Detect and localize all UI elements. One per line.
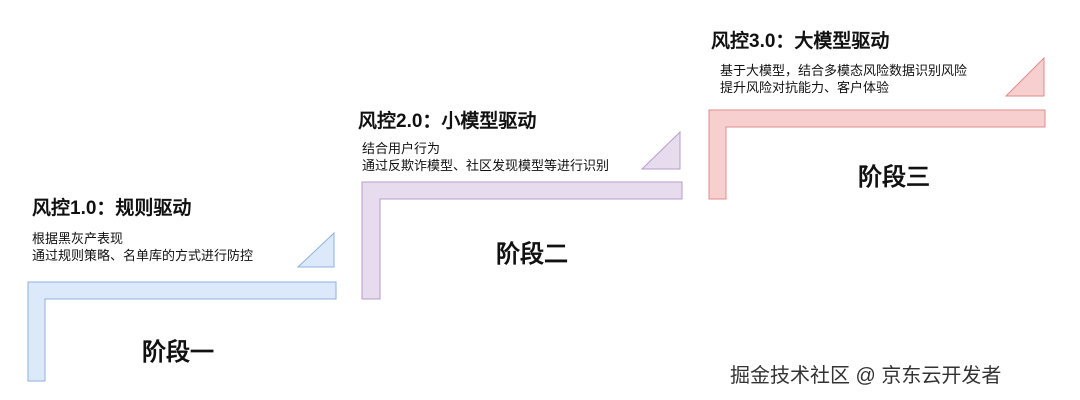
stage-1-desc-line-1: 根据黑灰产表现 <box>32 231 124 246</box>
stage-3-label: 阶段三 <box>858 164 930 191</box>
stage-3-title: 风控3.0：大模型驱动 <box>711 31 890 52</box>
stage-3-desc-line-1: 基于大模型，结合多模态风险数据识别风险 <box>720 63 968 78</box>
stage-3-triangle <box>1004 56 1045 97</box>
stage-1-desc-line-2: 通过规则策略、名单库的方式进行防控 <box>32 248 254 263</box>
stage-1-label: 阶段一 <box>142 339 214 366</box>
stage-3-desc-line-2: 提升风险对抗能力、客户体验 <box>720 80 890 95</box>
stage-1-step-bar <box>27 281 337 382</box>
stage-2-step-bar <box>361 181 683 300</box>
stage-1-title: 风控1.0：规则驱动 <box>32 198 192 219</box>
stage-2-triangle <box>640 130 681 170</box>
stage-2-desc-line-2: 通过反欺诈模型、社区发现模型等进行识别 <box>362 158 610 173</box>
watermark: 掘金技术社区 @ 京东云开发者 <box>730 365 1002 387</box>
stage-2-label: 阶段二 <box>496 241 568 268</box>
stage-2-title: 风控2.0：小模型驱动 <box>358 111 537 132</box>
stage-2-desc-line-1: 结合用户行为 <box>362 141 441 156</box>
stage-3-step-bar <box>708 109 1046 200</box>
stage-1-triangle <box>296 231 335 268</box>
